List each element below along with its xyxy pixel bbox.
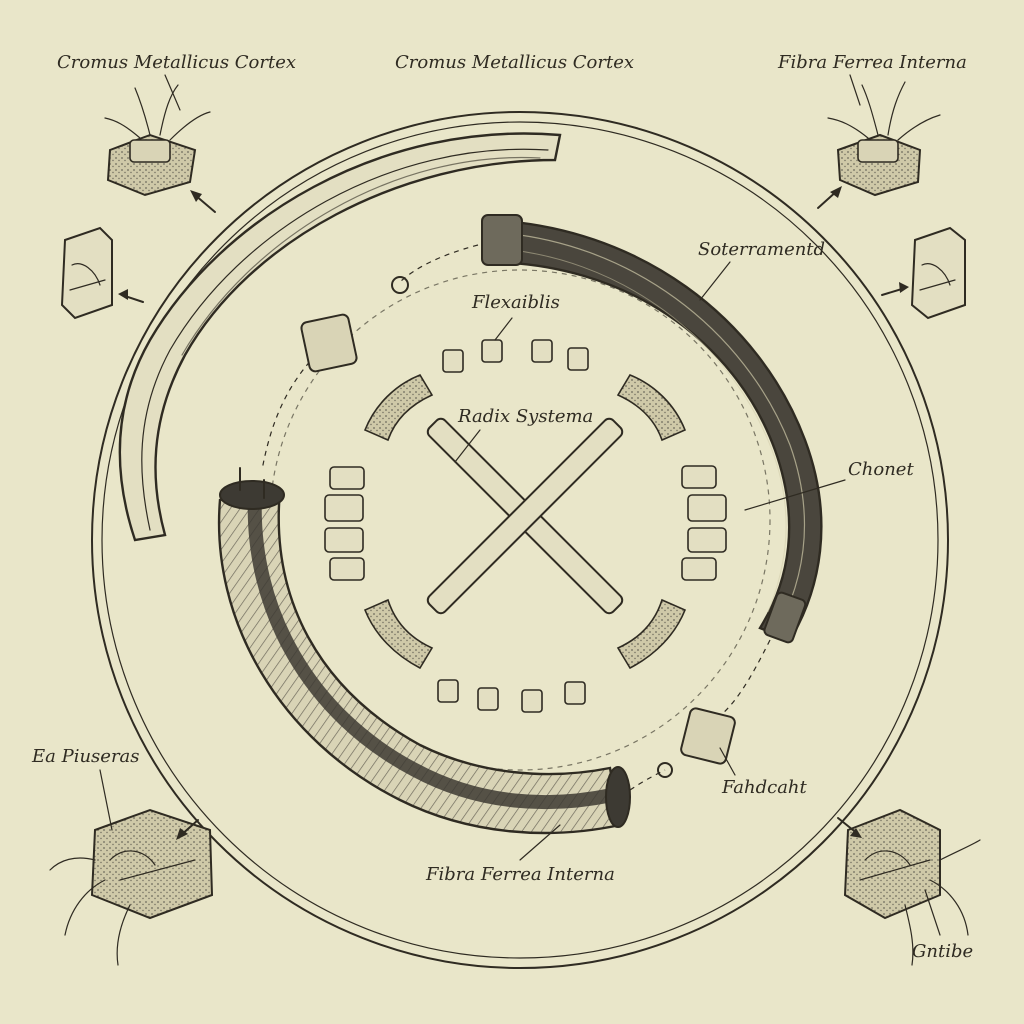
label-fahdcaht: Fahdcaht [721,777,808,798]
fragment-left [300,313,358,373]
fragment-right [680,707,736,765]
inner-dashed-ring [269,269,771,771]
label-radix-systema: Radix Systema [457,406,593,427]
connector-ring-top [391,276,409,294]
label-gntibe: Gntibe [912,941,973,962]
arrow-top-left [190,190,216,213]
soterramentd-arc [481,214,823,644]
specimen-right [910,226,966,320]
label-chonet: Chonet [848,459,914,480]
arrow-top-right [817,186,842,209]
leader-bottom-center [519,824,561,861]
label-ea-piuseras: Ea Piuseras [31,746,140,767]
connector-bottom [629,769,666,791]
label-top-left: Cromus Metallicus Cortex [57,52,296,73]
leader-top-right [849,74,861,106]
leader-ea-piuseras [99,769,113,831]
arrow-bottom-right [837,817,862,838]
leader-flexaiblis [494,317,513,341]
specimen-top-right [827,81,941,197]
leader-gntibe [924,889,941,936]
cortex-arc [118,132,562,542]
label-bottom-center: Fibra Ferrea Interna [425,864,615,885]
specimen-bottom-left [49,808,214,966]
label-top-center: Cromus Metallicus Cortex [395,52,634,73]
leader-soterramentd [699,261,731,301]
connector-top [399,244,479,283]
arrow-right [881,282,909,296]
connector-right [714,639,771,721]
label-top-right: Fibra Ferrea Interna [777,52,967,73]
specimen-left [60,226,113,320]
arrow-bottom-left [176,819,199,840]
outer-ring [91,111,949,969]
specimen-bottom-right [843,808,981,966]
leader-top-left [164,74,181,111]
label-soterramentd: Soterramentd [698,239,825,260]
leader-radix [454,429,481,463]
label-flexaiblis: Flexaiblis [471,292,560,313]
arrow-left [118,289,144,303]
leader-fahdcaht [719,747,736,776]
fibra-arc [217,467,631,835]
central-cross [426,417,624,615]
leader-chonet [744,479,846,511]
specimen-top-left [104,84,211,197]
outer-ring-inner [101,121,939,959]
connector-ring-bottom [657,762,673,778]
inner-block-ring [324,339,727,713]
